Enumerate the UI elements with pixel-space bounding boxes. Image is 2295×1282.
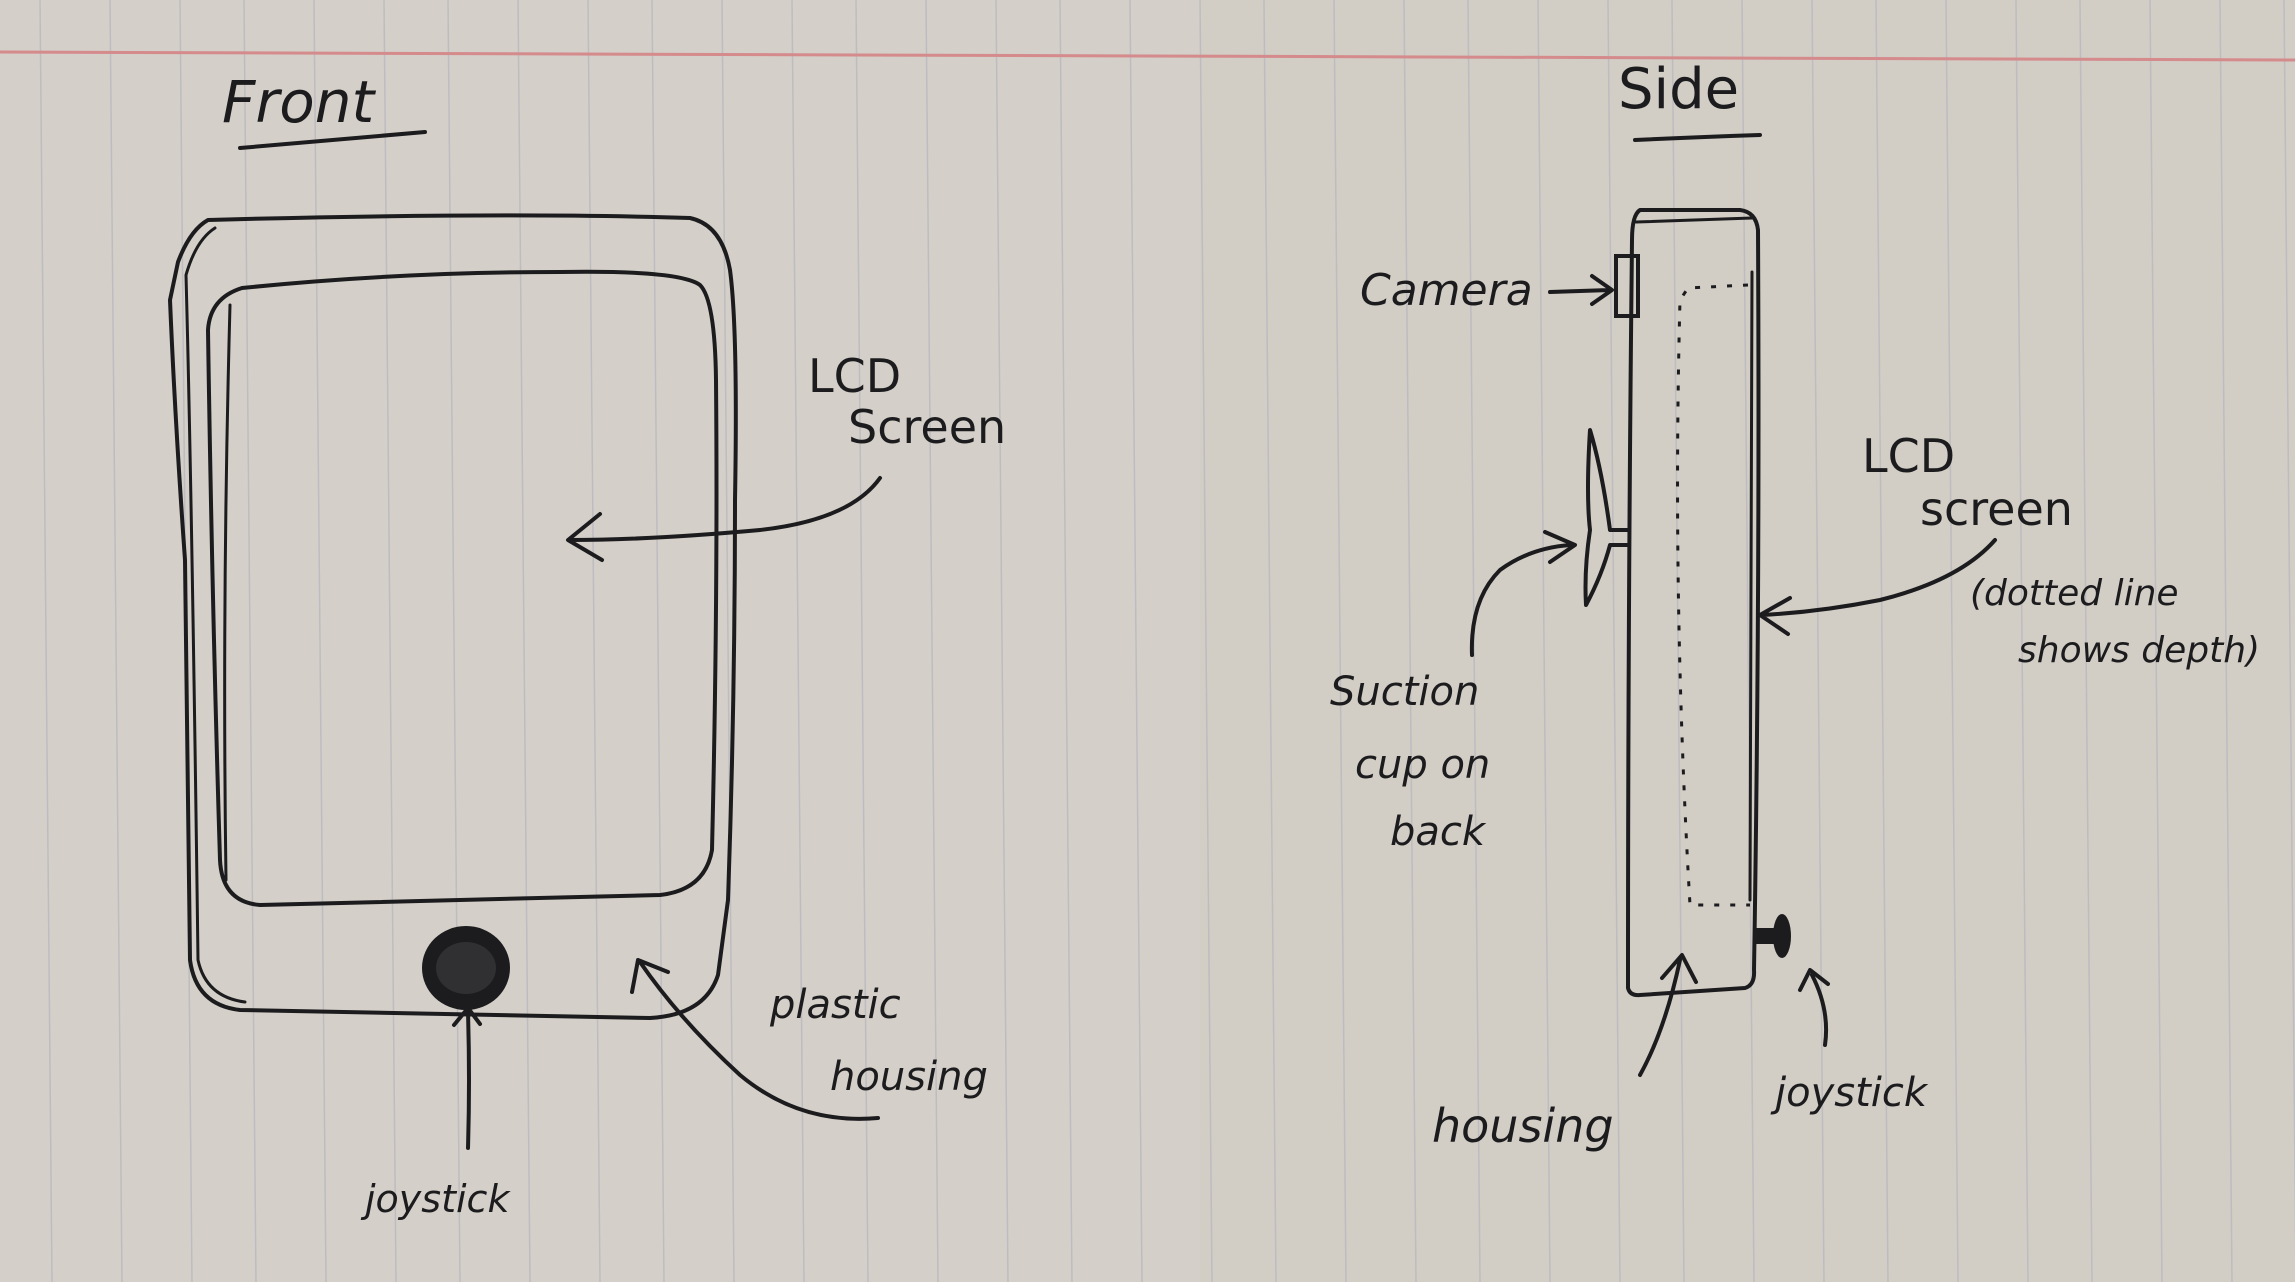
side-lcd-note-line1: (dotted line: [1970, 573, 2179, 614]
side-suction-label-line2: cup on: [1355, 742, 1490, 788]
side-suction-label-line3: back: [1390, 809, 1487, 855]
side-body-front-edge: [1750, 272, 1752, 900]
front-lcd-label-line2: Screen: [848, 400, 1006, 454]
front-housing-label-line1: plastic: [769, 982, 901, 1028]
side-joystick-label: joystick: [1770, 1070, 1929, 1116]
front-housing-label-line2: housing: [830, 1054, 988, 1100]
side-camera-label: Camera: [1360, 265, 1533, 316]
side-lcd-label-line1: LCD: [1862, 429, 1955, 483]
front-joystick-label: joystick: [360, 1177, 511, 1221]
front-lcd-label-line1: LCD: [808, 349, 901, 403]
side-lcd-label-line2: screen: [1920, 482, 2073, 536]
front-title: Front: [222, 68, 376, 136]
side-lcd-note-line2: shows depth): [2018, 630, 2260, 671]
side-suction-label-line1: Suction: [1330, 669, 1479, 715]
front-joystick-icon: [422, 926, 510, 1010]
side-title: Side: [1618, 57, 1739, 122]
side-housing-label: housing: [1432, 1099, 1614, 1153]
